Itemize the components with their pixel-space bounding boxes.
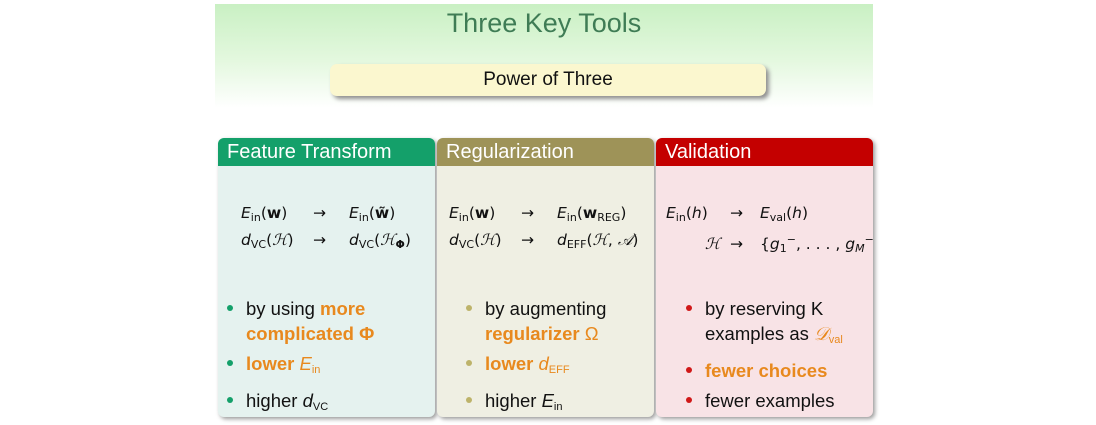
list-item: higher Ein bbox=[465, 388, 606, 417]
formula-left: Ein(h) bbox=[666, 204, 708, 224]
validation-column: Validation Ein(h) → Eval(h) ℋ → {g1−, . . .… bbox=[656, 138, 873, 417]
validation-body: Ein(h) → Eval(h) ℋ → {g1−, . . . , gM−} by … bbox=[656, 166, 873, 417]
formula-row: dVC(ℋ) → dVC(ℋΦ) bbox=[241, 226, 411, 253]
validation-heading: Validation bbox=[656, 138, 873, 166]
formula-row: Ein(h) → Eval(h) bbox=[666, 199, 873, 226]
validation-formulas: Ein(h) → Eval(h) ℋ → {g1−, . . . , gM−} bbox=[666, 199, 873, 255]
formula-right: dVC(ℋΦ) bbox=[349, 231, 411, 251]
formula-left: dVC(ℋ) bbox=[241, 231, 294, 251]
list-item: fewer choices bbox=[686, 358, 843, 383]
slide: Three Key Tools Power of Three Feature T… bbox=[215, 0, 873, 425]
formula-left: Ein(w) bbox=[241, 204, 288, 224]
formula-right: Ein(w̃) bbox=[349, 204, 396, 224]
formula-arrow: → bbox=[313, 231, 326, 249]
feature-transform-body: Ein(w) → Ein(w̃) dVC(ℋ) → dVC(ℋΦ) by using m… bbox=[218, 166, 435, 417]
formula-left: Ein(w) bbox=[449, 204, 496, 224]
list-item: fewer examples bbox=[686, 388, 843, 413]
formula-right: {g1−, . . . , gM−} bbox=[760, 233, 873, 255]
feature-transform-column: Feature Transform Ein(w) → Ein(w̃) dVC(ℋ) →… bbox=[218, 138, 435, 417]
list-item: higher dVC bbox=[226, 388, 374, 417]
formula-right: Eval(h) bbox=[760, 204, 809, 224]
formula-left: dVC(ℋ) bbox=[449, 231, 502, 251]
formula-arrow: → bbox=[521, 204, 534, 222]
regularization-body: Ein(w) → Ein(wREG) dVC(ℋ) → dEFF(ℋ, 𝒜) by au… bbox=[437, 166, 654, 417]
formula-row: ℋ → {g1−, . . . , gM−} bbox=[666, 226, 873, 255]
formula-right: Ein(wREG) bbox=[557, 204, 627, 224]
regularization-heading: Regularization bbox=[437, 138, 654, 166]
regularization-column: Regularization Ein(w)→Ein(wREG) dVC(ℋ)→d… bbox=[437, 138, 654, 417]
feature-formulas: Ein(w) → Ein(w̃) dVC(ℋ) → dVC(ℋΦ) bbox=[241, 199, 411, 253]
formula-row: Ein(w) → Ein(wREG) bbox=[449, 199, 638, 226]
list-item: lower dEFF bbox=[465, 351, 606, 383]
slide-subtitle: Power of Three bbox=[330, 64, 766, 96]
formula-arrow: → bbox=[730, 235, 743, 253]
formula-arrow: → bbox=[730, 204, 743, 222]
formula-right: dEFF(ℋ, 𝒜) bbox=[557, 231, 639, 251]
slide-title: Three Key Tools bbox=[446, 8, 642, 38]
formula-arrow: → bbox=[313, 204, 326, 222]
formula-arrow: → bbox=[521, 231, 534, 249]
formula-row: Ein(w) → Ein(w̃) bbox=[241, 199, 411, 226]
formula-left: ℋ bbox=[704, 235, 721, 253]
list-item: lower Ein bbox=[226, 351, 374, 383]
regularization-formulas: Ein(w) → Ein(wREG) dVC(ℋ) → dEFF(ℋ, 𝒜) bbox=[449, 199, 638, 253]
feature-transform-heading: Feature Transform bbox=[218, 138, 435, 166]
formula-row: dVC(ℋ) → dEFF(ℋ, 𝒜) bbox=[449, 226, 638, 253]
